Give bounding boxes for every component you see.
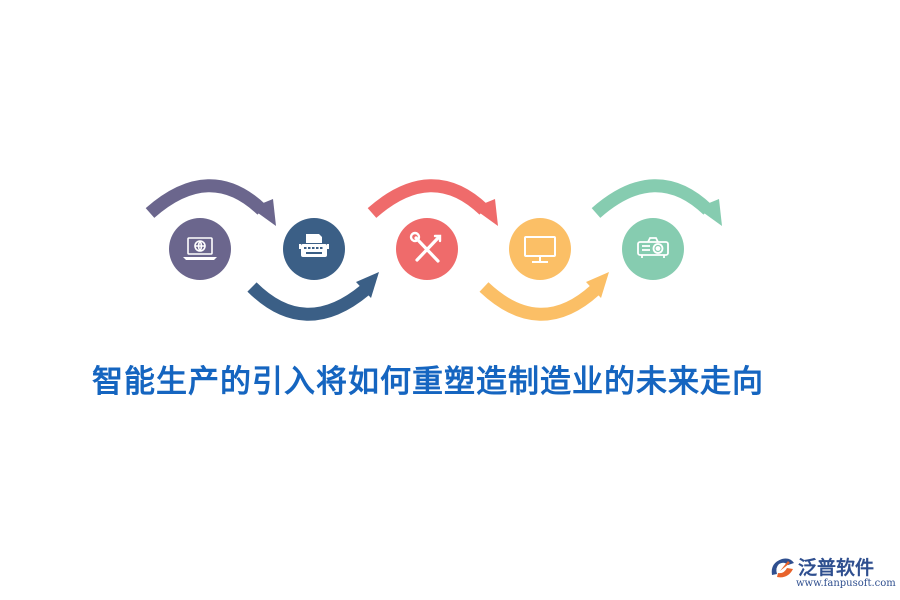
arrowhead-3 <box>473 199 498 226</box>
step-1 <box>169 218 231 280</box>
typewriter-icon <box>299 234 329 257</box>
monitor-icon <box>524 236 556 263</box>
brand-name: 泛普软件 <box>798 557 875 579</box>
wrench-screwdriver-icon <box>409 231 442 263</box>
arrowhead-4 <box>586 272 609 298</box>
laptop-globe-icon <box>183 237 217 260</box>
arc-5 <box>591 179 713 218</box>
arc-4 <box>479 282 600 321</box>
step-3 <box>396 218 458 280</box>
step-5 <box>622 218 684 280</box>
arc-3 <box>367 179 489 218</box>
arrowhead-1 <box>251 199 276 226</box>
page-title: 智能生产的引入将如何重塑造制造业的未来走向 <box>92 364 764 400</box>
arrowhead-5 <box>697 199 722 226</box>
brand-watermark: 泛普软件 www.fanpusoft.com <box>768 553 896 593</box>
step-2 <box>283 218 345 280</box>
step-4 <box>509 218 571 280</box>
projector-icon <box>637 237 669 258</box>
brand-url: www.fanpusoft.com <box>796 578 896 589</box>
brand-logo-icon <box>771 558 794 578</box>
arrowhead-2 <box>356 272 379 298</box>
arc-1 <box>145 179 267 218</box>
arc-2 <box>247 282 370 321</box>
